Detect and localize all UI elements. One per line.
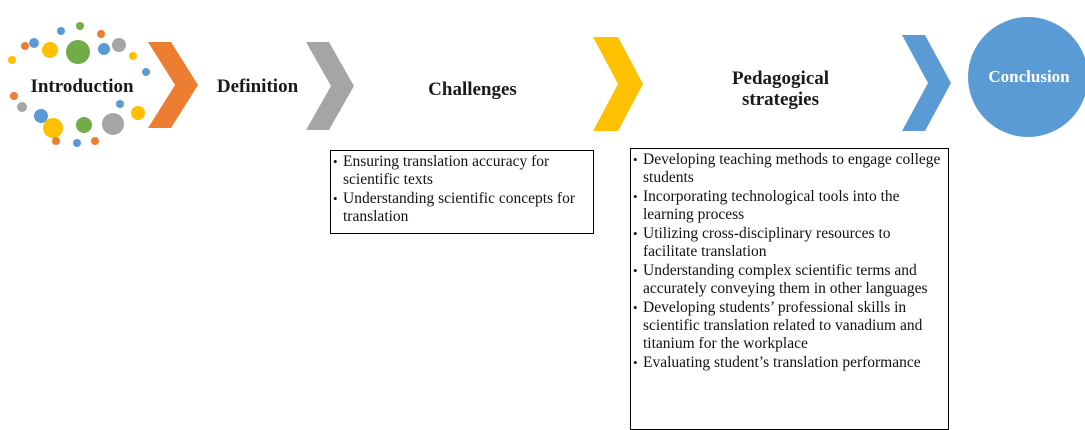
pedagogical-item: Utilizing cross-disciplinary resources t… <box>633 225 945 261</box>
chevron-right-icon <box>593 37 643 131</box>
challenges-item: Understanding scientific concepts for tr… <box>333 190 590 226</box>
pedagogical-item: Developing students’ professional skills… <box>633 299 945 353</box>
chevron-right-icon <box>902 35 951 131</box>
pedagogical-item: Incorporating technological tools into t… <box>633 188 945 224</box>
stage-challenges-label: Challenges <box>428 79 517 100</box>
pedagogical-item: Understanding complex scientific terms a… <box>633 262 945 298</box>
pedagogical-item: Evaluating student’s translation perform… <box>633 354 945 372</box>
stage-introduction-label: Introduction <box>30 76 134 97</box>
intro-dot-ring-icon <box>8 22 150 147</box>
stage-conclusion-label: Conclusion <box>988 67 1070 86</box>
chevron-right-icon <box>306 42 354 130</box>
challenges-item: Ensuring translation accuracy for scient… <box>333 153 590 189</box>
challenges-box: Ensuring translation accuracy for scient… <box>330 150 594 234</box>
pedagogical-strategies-box: Developing teaching methods to engage co… <box>630 148 949 430</box>
conclusion-circle-icon <box>968 17 1085 137</box>
stage-pedagogical-label: Pedagogical strategies <box>731 68 830 110</box>
stage-definition-label: Definition <box>216 76 299 97</box>
pedagogical-item: Developing teaching methods to engage co… <box>633 151 945 187</box>
chevron-right-icon <box>148 42 198 128</box>
